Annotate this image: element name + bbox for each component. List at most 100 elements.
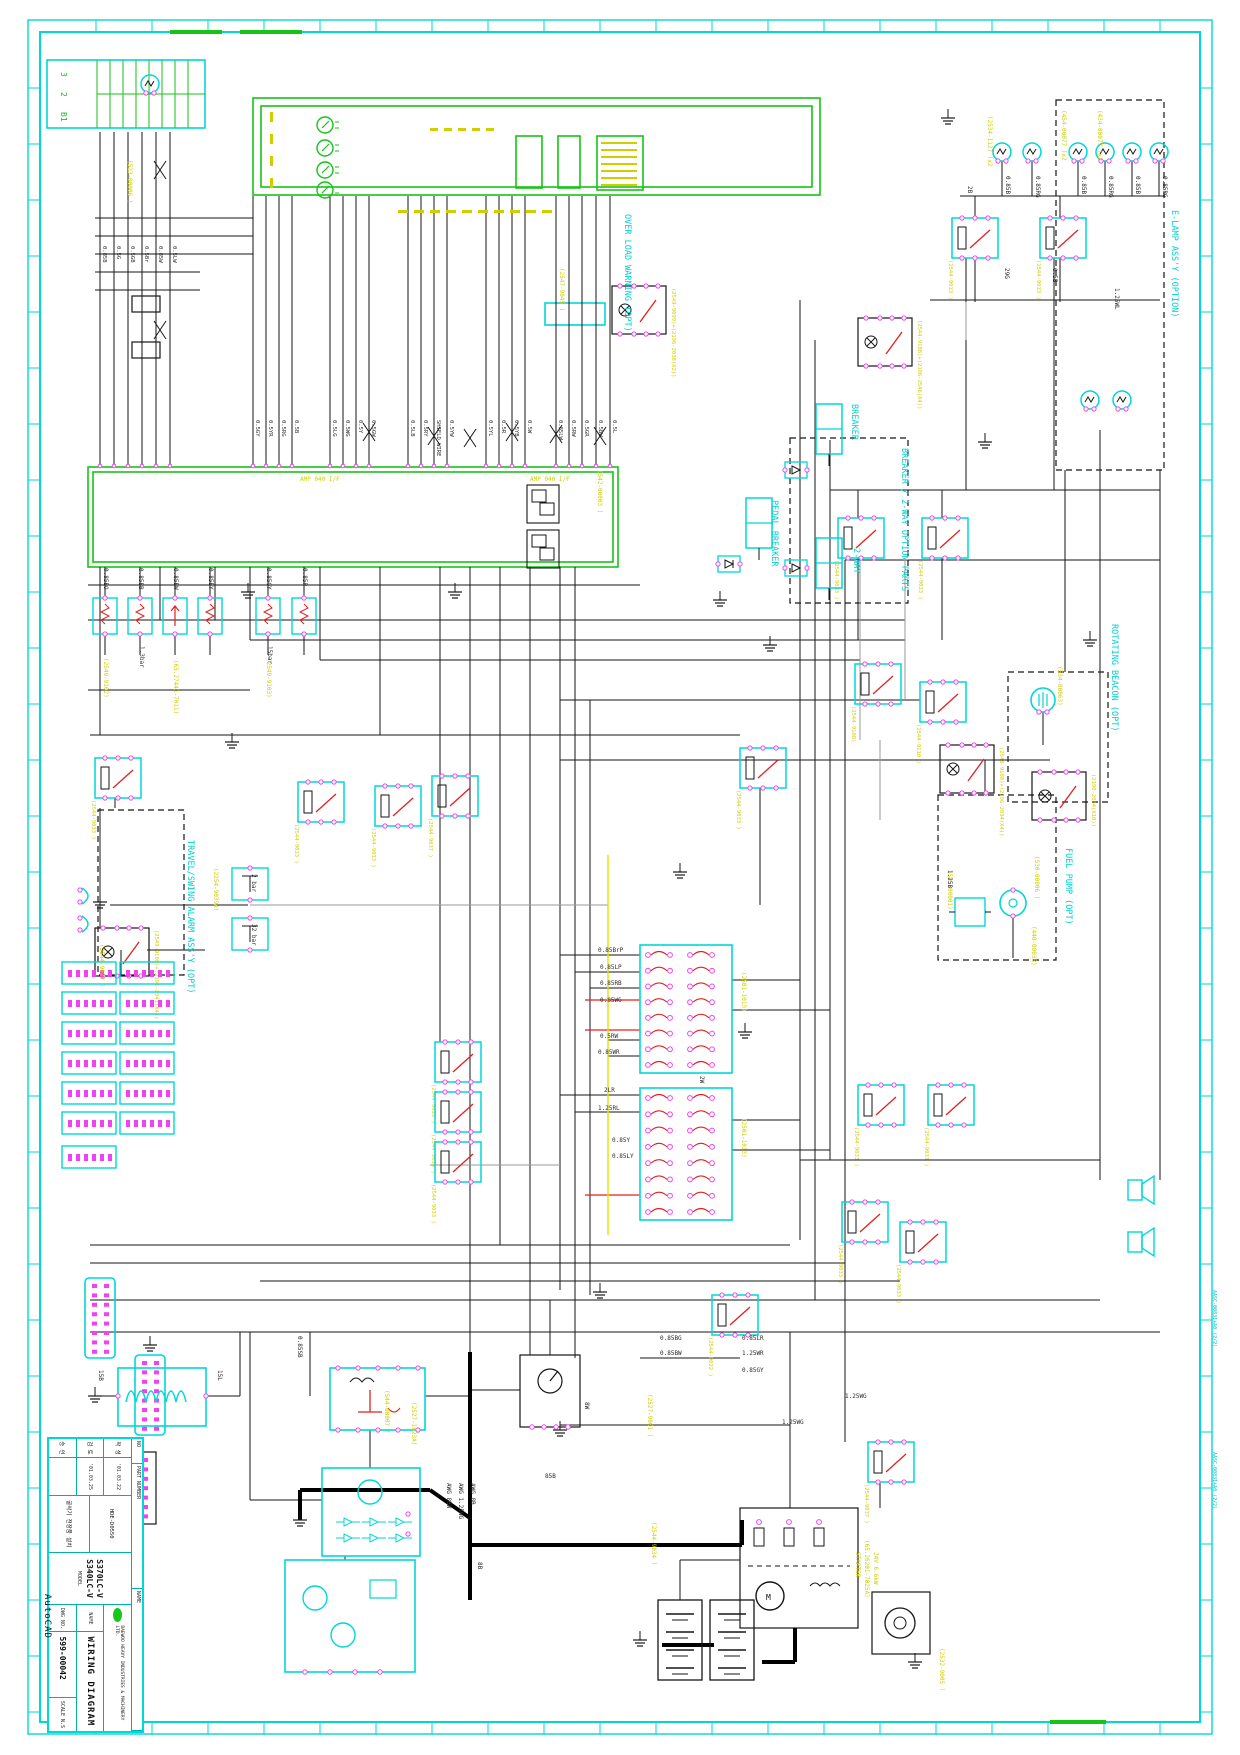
terminal-dot — [972, 255, 978, 261]
terminal-dot — [929, 515, 935, 521]
connector-pin — [158, 1060, 162, 1067]
terminal-dot — [732, 1292, 738, 1298]
connector-pin — [84, 1000, 88, 1007]
scale-value: N.S — [59, 1718, 66, 1729]
connector-pin — [92, 1312, 97, 1317]
lamp — [140, 74, 160, 94]
company-logo — [113, 1608, 123, 1623]
part-number-label: (2549-9103) — [265, 658, 272, 698]
gauge-needle — [321, 185, 330, 194]
terminal-dot — [327, 1669, 333, 1675]
wire-terminal — [431, 463, 437, 469]
connector-pin — [142, 1030, 146, 1037]
fuse-terminal — [687, 952, 693, 958]
gauge-needle — [321, 120, 330, 129]
relay-contact-arm — [969, 229, 991, 249]
terminal-dot — [955, 555, 961, 561]
relay-coil — [349, 1377, 375, 1383]
company-row: DAEWOO HEAVY INDUSTRIES & MACHINERY LTD. — [103, 1605, 131, 1732]
fuse-element — [692, 998, 710, 1003]
fuse-terminal — [709, 1209, 715, 1215]
micro-text-bar — [270, 112, 273, 122]
fuse-element — [650, 1093, 668, 1099]
terminal-dot — [940, 679, 946, 685]
wire-size-label: 8W — [583, 1402, 590, 1410]
wire-size-label: 0.5GB — [129, 246, 135, 263]
part-number-label: (2254-9039A) — [212, 868, 219, 911]
wire-size-label: 0.5YL — [487, 420, 493, 437]
relay-contact-arm — [917, 1233, 939, 1253]
micro-text-bar — [446, 210, 456, 213]
terminal-dot — [875, 1439, 881, 1445]
fuse-terminal — [645, 952, 651, 958]
switch-part-number: (2544-9108)+(2196-2546(X4)) — [916, 320, 922, 409]
connector-pin — [158, 1000, 162, 1007]
terminal-dot — [529, 1424, 535, 1430]
wire-size-label: AWG 8BW — [445, 1483, 452, 1509]
micro-text-bar — [398, 210, 408, 213]
connector-pin — [143, 1505, 148, 1509]
terminal-dot — [1047, 215, 1053, 221]
starter-motor — [755, 1581, 785, 1611]
drawing-number-row: DWG NO. 599-00042 SCALE N.S — [48, 1605, 76, 1732]
connector-pin — [126, 1090, 130, 1097]
relay-contact-arm — [392, 797, 414, 817]
connector-pin — [84, 1060, 88, 1067]
relay-part-number: (2544-9033 ) — [430, 1134, 436, 1174]
terminal-dot — [468, 1179, 474, 1185]
connector-pin — [150, 1060, 154, 1067]
part-number-label: (454-00077 )x2 — [1060, 110, 1067, 161]
fuse-terminal — [645, 1046, 651, 1053]
fuse-element — [692, 1045, 710, 1050]
terminal-dot — [745, 1332, 751, 1338]
terminal-dot — [773, 745, 779, 751]
switch-unit — [94, 927, 150, 977]
sensor-resistor — [99, 603, 111, 625]
fuse-terminal — [645, 999, 651, 1006]
wire-size-label: 0.85LY — [612, 1153, 634, 1160]
connector-pin — [92, 1340, 97, 1345]
connector-pin — [100, 1120, 104, 1127]
relay-coil — [100, 766, 110, 790]
approval-date — [49, 1458, 76, 1495]
wiper-washer-unit — [284, 1559, 416, 1673]
connector-pin — [76, 1154, 80, 1161]
connector-pin — [92, 1321, 97, 1326]
connector-pin — [104, 1312, 109, 1317]
wire-size-label: 1.25WG — [845, 1393, 867, 1400]
sensor-arrow — [170, 605, 180, 626]
wire — [620, 305, 630, 315]
micro-text-bar — [430, 128, 438, 131]
terminal-dot — [888, 701, 894, 707]
wire-size-label: 0.85LR — [742, 1335, 764, 1342]
connector-pin — [150, 1090, 154, 1097]
terminal-dot — [138, 925, 144, 931]
connector-pin — [134, 1060, 138, 1067]
terminal-dot — [920, 1259, 926, 1265]
fuse-element — [650, 1060, 668, 1066]
wire-terminal — [418, 463, 424, 469]
relay-contact-arm — [855, 529, 877, 549]
terminal-dot — [1075, 769, 1081, 775]
wire-terminal — [353, 463, 359, 469]
fuse-element — [650, 1159, 668, 1164]
terminal-dot — [126, 925, 132, 931]
wire-size-label: 0.85GY — [265, 568, 272, 590]
terminal-dot — [953, 679, 959, 685]
terminal-dot — [983, 742, 989, 748]
terminal-dot — [961, 1082, 967, 1088]
fuse-terminal — [687, 983, 693, 990]
fuse-element — [692, 1175, 710, 1180]
terminal-dot — [265, 631, 271, 637]
wire-size-label: 0.85SB — [296, 1336, 303, 1358]
terminal-dot — [901, 1479, 907, 1485]
relay-part-number: (2544-9033 ) — [735, 790, 741, 830]
wire-size-label: 0.85WR — [598, 1049, 620, 1056]
wire-size-label: 0.5GY — [254, 420, 260, 437]
connector-pin — [126, 1120, 130, 1127]
alternator-rotor — [357, 1479, 383, 1505]
connector-pin — [142, 1408, 147, 1412]
approval-role: 승 인 — [48, 1439, 76, 1458]
part-number-label: (2501-1013) — [740, 972, 747, 1012]
relay-contact-arm — [939, 529, 961, 549]
